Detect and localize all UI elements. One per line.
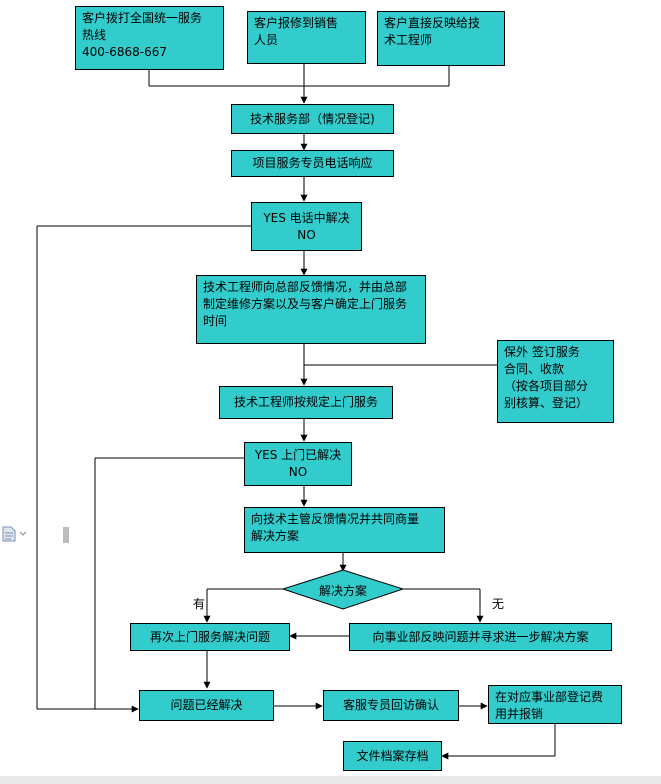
entry-sales-box: 客户报修到销售 人员 [247,11,366,64]
entry-hotline-line2: 热线 [82,28,107,42]
branch-no-label: 无 [492,597,505,611]
margin-marker [63,527,69,543]
resolved-label: 问题已经解决 [170,698,243,712]
register-cost-box: 在对应事业部登记费 用并报销 [488,685,622,724]
onsite-check-box: YES 上门已解决 NO [244,442,352,486]
register-cost-line2: 用并报销 [495,707,544,721]
out-of-warranty-line4: 别核算、登记） [504,396,589,410]
entry-engineer-box: 客户直接反映给技 术工程师 [377,11,505,66]
entry-sales-line2: 人员 [254,33,279,47]
document-icon[interactable] [2,526,16,542]
tech-service-dept-label: 技术服务部（情况登记) [250,111,375,126]
out-of-warranty-line2: 合同、收款 [504,362,565,376]
resolved-box: 问题已经解决 [139,690,274,721]
report-hq-line1: 技术工程师向总部反馈情况，并由总部 [203,280,408,294]
callback-label: 客服专员回访确认 [342,698,439,712]
phone-check-box: YES 电话中解决 NO [251,202,362,251]
out-of-warranty-box: 保外 签订服务 合同、收款 （按各项目部分 别核算、登记） [497,340,614,423]
supervisor-feedback-box: 向技术主管反馈情况并共同商量 解决方案 [244,507,445,553]
revisit-box: 再次上门服务解决问题 [130,623,290,651]
supervisor-feedback-line2: 解决方案 [251,529,300,543]
register-cost-line1: 在对应事业部登记费 [495,690,604,704]
decision-label: 解决方案 [319,584,368,598]
entry-engineer-line1: 客户直接反映给技 [384,16,481,30]
decision-diamond [281,569,405,610]
callback-box: 客服专员回访确认 [323,690,459,721]
entry-hotline-number: 400-6868-667 [82,45,168,59]
entry-hotline-box: 客户拨打全国统一服务 热线 400-6868-667 [75,6,224,70]
out-of-warranty-line1: 保外 签订服务 [504,345,580,359]
entry-engineer-line2: 术工程师 [384,33,433,47]
out-of-warranty-line3: （按各项目部分 [504,379,589,393]
onsite-check-no: NO [288,465,308,479]
entry-sales-line1: 客户报修到销售 [254,16,339,30]
phone-check-yes: YES 电话中解决 [263,210,350,225]
branch-yes-label: 有 [193,597,206,611]
archive-box: 文件档案存档 [343,741,442,771]
onsite-service-label: 技术工程师按规定上门服务 [233,395,378,409]
phone-check-no: NO [297,227,316,242]
report-hq-box: 技术工程师向总部反馈情况，并由总部 制定维修方案以及与客户确定上门服务 时间 [196,275,426,344]
report-hq-line2: 制定维修方案以及与客户确定上门服务 [203,297,408,311]
tech-service-dept-box: 技术服务部（情况登记) [231,104,394,134]
escalate-box: 向事业部反映问题并寻求进一步解决方案 [349,623,612,651]
report-hq-line3: 时间 [203,314,228,328]
escalate-label: 向事业部反映问题并寻求进一步解决方案 [372,629,589,644]
archive-label: 文件档案存档 [356,748,429,763]
phone-response-box: 项目服务专员电话响应 [231,150,394,177]
onsite-service-box: 技术工程师按规定上门服务 [219,386,393,419]
revisit-label: 再次上门服务解决问题 [149,629,270,644]
onsite-check-yes: YES 上门已解决 [254,448,342,462]
chevron-down-icon[interactable] [19,531,27,537]
supervisor-feedback-line1: 向技术主管反馈情况并共同商量 [251,512,420,526]
phone-response-label: 项目服务专员电话响应 [252,156,373,170]
bottom-strip [0,776,661,784]
entry-hotline-line1: 客户拨打全国统一服务 [82,11,203,25]
